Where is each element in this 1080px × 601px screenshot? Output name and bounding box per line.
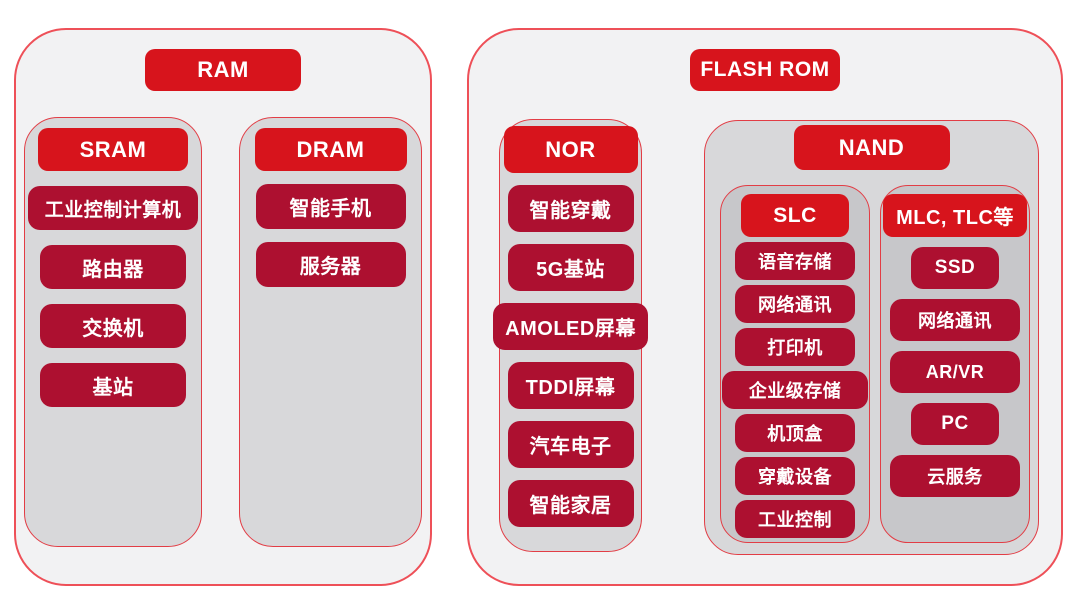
sram-application-item: 路由器 (40, 245, 186, 289)
sram-application-item: 基站 (40, 363, 186, 407)
mlc-application-item: SSD (911, 247, 999, 289)
nor-application-item: 智能穿戴 (507, 185, 634, 232)
nor-application-item: 智能家居 (507, 480, 634, 527)
nor-application-item: 5G基站 (507, 244, 634, 291)
sram-group: SRAM 工业控制计算机 路由器 交换机 基站 (24, 117, 202, 547)
nor-application-item: 汽车电子 (507, 421, 634, 468)
sram-header: SRAM (38, 128, 188, 171)
sram-application-item: 工业控制计算机 (28, 186, 198, 230)
slc-application-item: 语音存储 (735, 242, 855, 280)
dram-header: DRAM (254, 128, 407, 171)
flash-rom-header: FLASH ROM (690, 49, 840, 91)
slc-application-item: 网络通讯 (735, 285, 855, 323)
nor-header: NOR (503, 126, 638, 173)
slc-group: SLC 语音存储 网络通讯 打印机 企业级存储 机顶盒 穿戴设备 工业控制 (720, 185, 870, 543)
nor-group: NOR 智能穿戴 5G基站 AMOLED屏幕 TDDI屏幕 汽车电子 智能家居 (493, 119, 648, 552)
slc-application-item: 企业级存储 (722, 371, 868, 409)
nor-application-item: TDDI屏幕 (507, 362, 634, 409)
mlc-tlc-group: MLC, TLC等 SSD 网络通讯 AR/VR PC 云服务 (880, 185, 1030, 543)
flash-rom-group: FLASH ROM NOR 智能穿戴 5G基站 AMOLED屏幕 TDDI屏幕 … (467, 28, 1063, 586)
nor-application-item: AMOLED屏幕 (493, 303, 648, 350)
slc-application-item: 穿戴设备 (735, 457, 855, 495)
sram-application-item: 交换机 (40, 304, 186, 348)
mlc-application-item: PC (911, 403, 999, 445)
slc-application-item: 机顶盒 (735, 414, 855, 452)
mlc-application-item: AR/VR (890, 351, 1020, 393)
slc-header: SLC (741, 194, 849, 237)
ram-header: RAM (145, 49, 301, 91)
mlc-application-item: 云服务 (890, 455, 1020, 497)
ram-group: RAM SRAM 工业控制计算机 路由器 交换机 基站 DRAM 智能手机 服务… (14, 28, 432, 586)
nand-header: NAND (793, 125, 950, 170)
dram-application-item: 服务器 (255, 242, 406, 287)
nand-group: NAND SLC 语音存储 网络通讯 打印机 企业级存储 机顶盒 穿戴设备 工业… (704, 120, 1039, 555)
dram-application-item: 智能手机 (255, 184, 406, 229)
slc-application-item: 工业控制 (735, 500, 855, 538)
mlc-application-item: 网络通讯 (890, 299, 1020, 341)
dram-group: DRAM 智能手机 服务器 (239, 117, 422, 547)
mlc-tlc-header: MLC, TLC等 (883, 194, 1027, 237)
slc-application-item: 打印机 (735, 328, 855, 366)
